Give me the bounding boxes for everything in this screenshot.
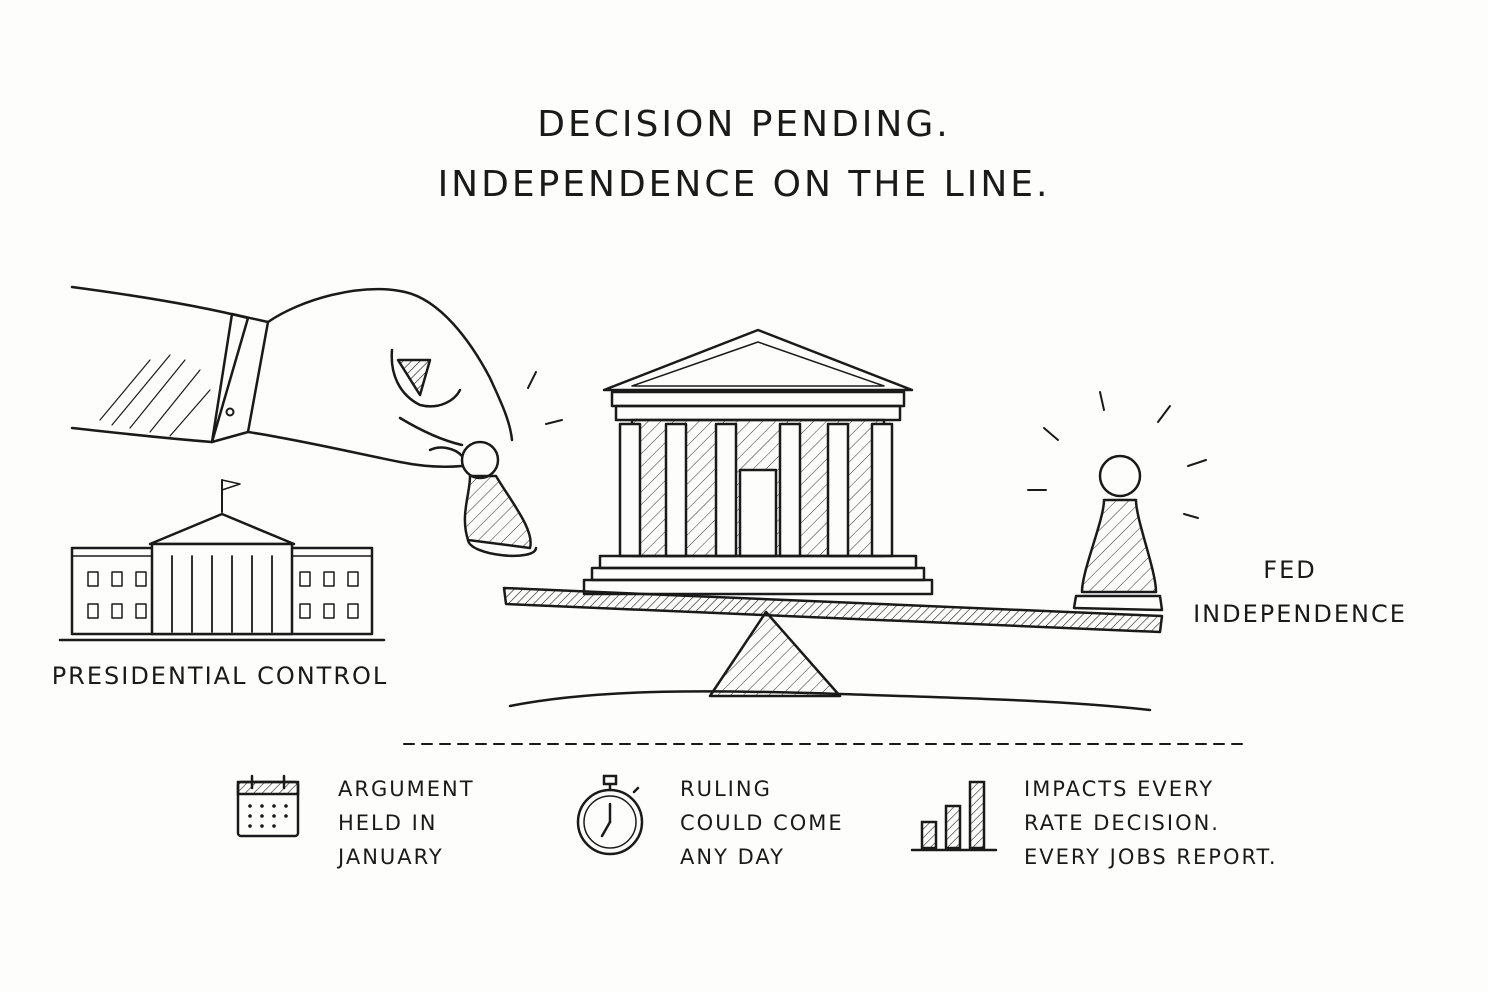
- fact-line: IMPACTS EVERY: [1024, 777, 1215, 801]
- stopwatch-icon: [576, 774, 644, 856]
- headline-line-2: INDEPENDENCE ON THE LINE.: [437, 164, 1051, 205]
- fact-ruling: RULING COULD COME ANY DAY: [680, 772, 844, 874]
- hand-icon: [70, 285, 514, 469]
- supreme-court-icon: [582, 328, 934, 596]
- independence-pawn-icon: [1027, 391, 1207, 612]
- fed-label: FED: [1263, 556, 1317, 584]
- headline-line-1: DECISION PENDING.: [537, 104, 951, 145]
- fact-line: RATE DECISION.: [1024, 811, 1220, 835]
- bar-chart-icon: [910, 780, 998, 852]
- fact-line: ARGUMENT: [338, 777, 475, 801]
- seesaw-icon: [502, 586, 1164, 712]
- fact-impacts: IMPACTS EVERY RATE DECISION. EVERY JOBS …: [1024, 772, 1278, 874]
- fact-line: COULD COME: [680, 811, 844, 835]
- held-pawn-icon: [460, 440, 538, 558]
- independence-label: INDEPENDENCE: [1193, 600, 1407, 628]
- fact-line: EVERY JOBS REPORT.: [1024, 845, 1278, 869]
- fact-line: JANUARY: [338, 845, 444, 869]
- fact-argument: ARGUMENT HELD IN JANUARY: [338, 772, 475, 874]
- fact-line: HELD IN: [338, 811, 438, 835]
- white-house-icon: [58, 479, 386, 642]
- fact-line: RULING: [680, 777, 772, 801]
- calendar-icon: [236, 774, 300, 838]
- presidential-control-label: PRESIDENTIAL CONTROL: [51, 662, 389, 690]
- fact-line: ANY DAY: [680, 845, 785, 869]
